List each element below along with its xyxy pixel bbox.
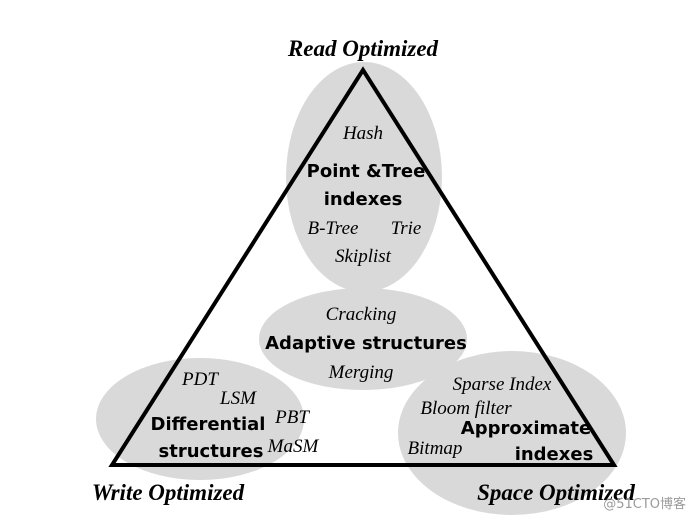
- corner-read-optimized: Read Optimized: [287, 36, 439, 61]
- example-bitmap: Bitmap: [408, 438, 463, 459]
- example-pdt: PDT: [181, 369, 219, 390]
- ellipse-differential: [96, 358, 304, 480]
- watermark-text: @51CTO博客: [603, 496, 686, 512]
- example-b-tree: B-Tree: [307, 218, 358, 239]
- region-title-indexes-approx: indexes: [515, 444, 594, 465]
- example-bloom-filter: Bloom filter: [420, 398, 512, 419]
- example-merging: Merging: [328, 362, 394, 383]
- corner-write-optimized: Write Optimized: [92, 480, 245, 505]
- example-lsm: LSM: [219, 388, 257, 409]
- example-cracking: Cracking: [326, 304, 397, 325]
- example-sparse-index: Sparse Index: [453, 374, 552, 395]
- example-pbt: PBT: [274, 407, 310, 428]
- example-trie: Trie: [391, 218, 422, 239]
- example-hash: Hash: [342, 123, 383, 144]
- example-masm: MaSM: [267, 436, 320, 457]
- region-title-point-tree: Point &Tree: [307, 161, 426, 182]
- ellipse-adaptive: [259, 288, 467, 390]
- region-title-indexes: indexes: [324, 189, 403, 210]
- region-title-differential: Differential: [151, 414, 266, 435]
- corner-space-optimized: Space Optimized: [477, 480, 635, 505]
- region-title-approximate: Approximate: [461, 418, 591, 439]
- region-title-structures: structures: [159, 441, 264, 462]
- ellipse-point-tree: [286, 62, 442, 292]
- rum-triangle: [108, 66, 618, 467]
- example-skiplist: Skiplist: [335, 246, 392, 267]
- region-title-adaptive: Adaptive structures: [265, 333, 467, 354]
